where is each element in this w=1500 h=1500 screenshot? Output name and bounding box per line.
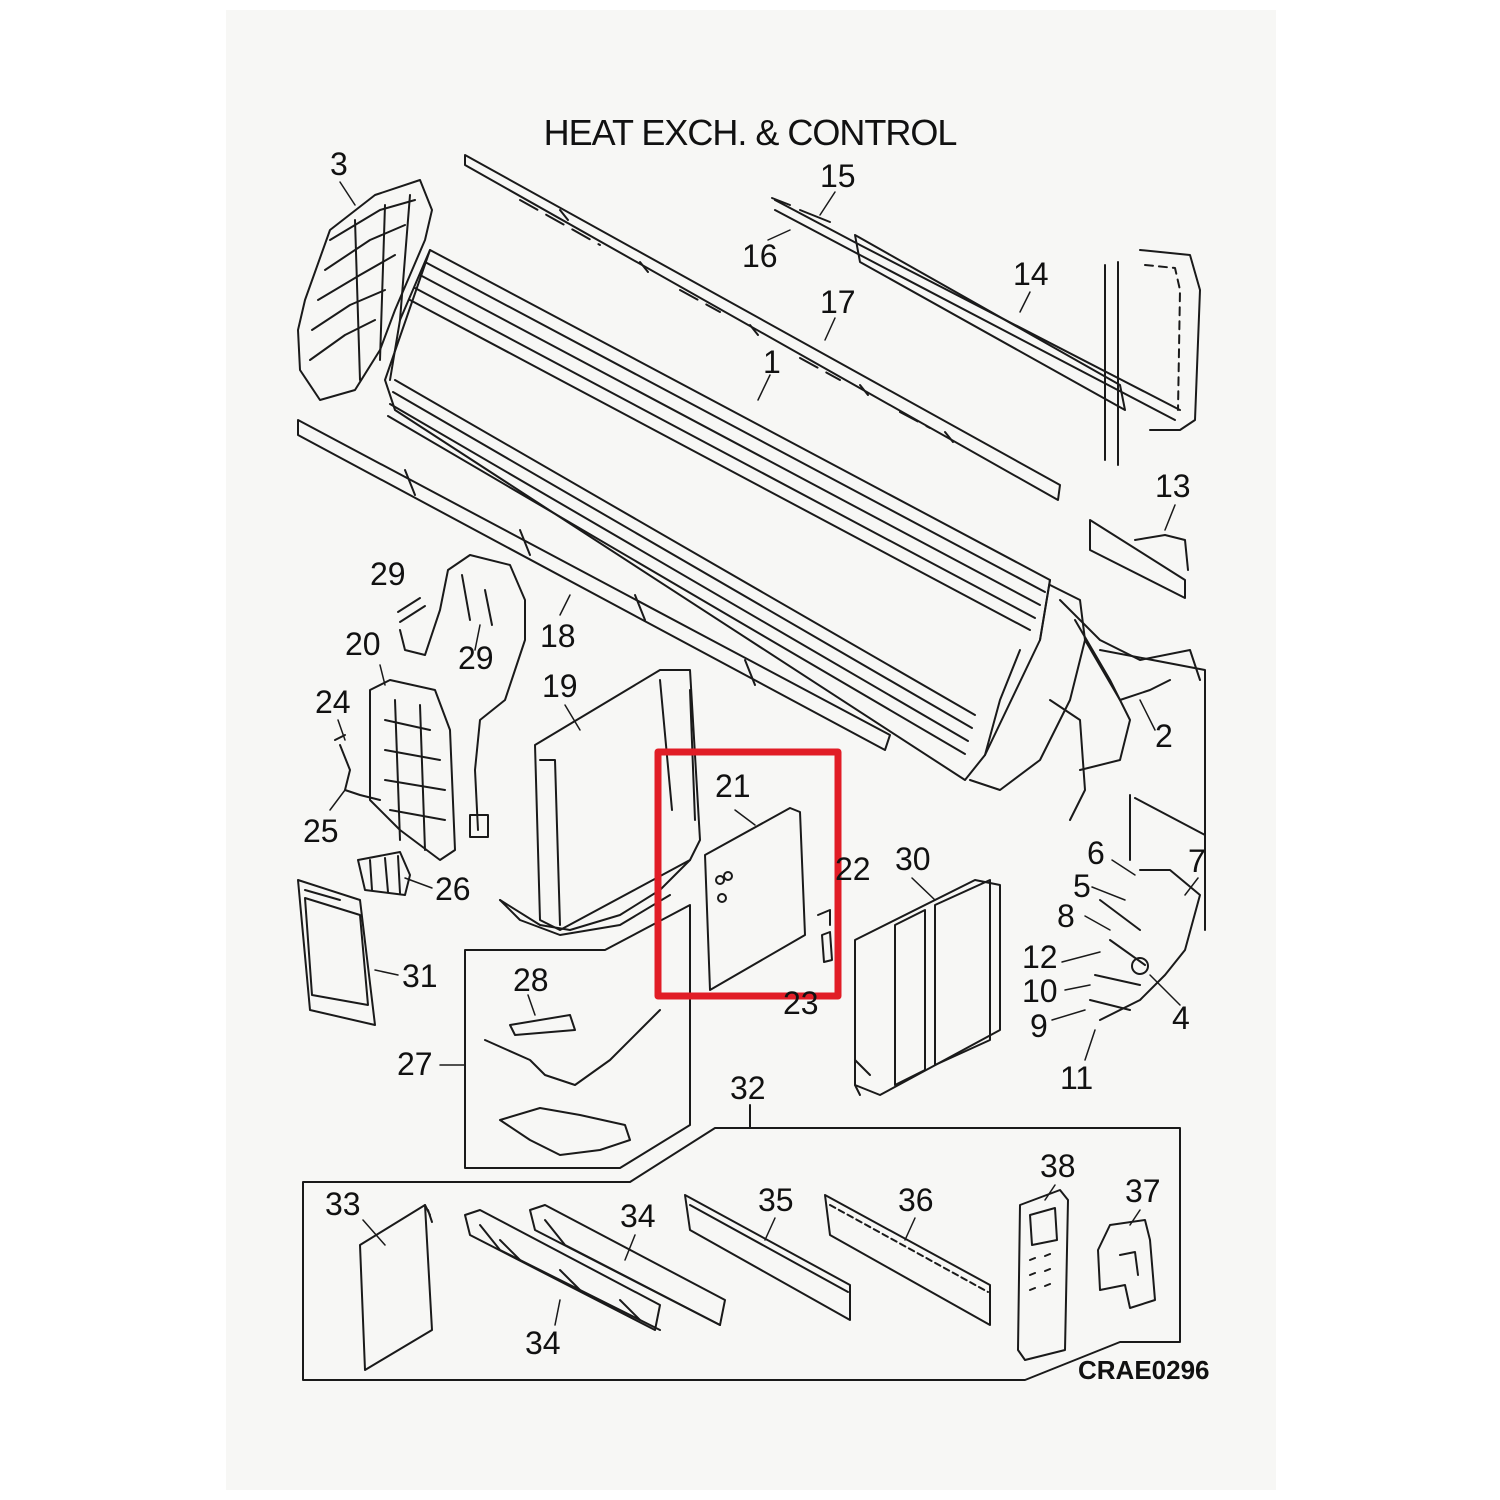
heat-exchanger-part-1 bbox=[384, 249, 1086, 791]
filter-strip-part-36 bbox=[824, 1194, 991, 1326]
callout-19: 19 bbox=[542, 668, 578, 704]
callout-1: 1 bbox=[763, 344, 781, 380]
callout-6: 6 bbox=[1087, 835, 1105, 871]
callout-32: 32 bbox=[730, 1070, 766, 1106]
air-filters-part-34 bbox=[464, 1204, 726, 1331]
top-rail-part-17 bbox=[464, 154, 1061, 501]
electrical-frame-part-19 bbox=[499, 669, 701, 936]
callout-26: 26 bbox=[435, 871, 471, 907]
control-box-part-20 bbox=[369, 679, 456, 861]
terminal-block-part-26 bbox=[357, 851, 411, 896]
callout-8: 8 bbox=[1057, 898, 1075, 934]
callout-5: 5 bbox=[1073, 868, 1091, 904]
callout-18: 18 bbox=[540, 618, 576, 654]
part-13-frame bbox=[1089, 519, 1189, 599]
callout-21: 21 bbox=[715, 768, 751, 804]
manual-part-33 bbox=[359, 1204, 433, 1371]
callout-31: 31 bbox=[402, 958, 438, 994]
callout-22: 22 bbox=[835, 851, 871, 887]
callout-17: 17 bbox=[820, 284, 856, 320]
callout-29-lower: 29 bbox=[458, 640, 494, 676]
highlight-box bbox=[654, 748, 842, 1000]
remote-control-part-38 bbox=[1017, 1189, 1069, 1361]
callout-35: 35 bbox=[758, 1182, 794, 1218]
callout-34-upper: 34 bbox=[620, 1198, 656, 1234]
lower-rail-part-18 bbox=[297, 419, 891, 751]
filter-strip-part-35 bbox=[684, 1194, 851, 1321]
callout-14: 14 bbox=[1013, 256, 1049, 292]
drawing-code: CRAE0296 bbox=[1078, 1355, 1210, 1385]
remote-holder-part-37 bbox=[1097, 1219, 1156, 1309]
callout-13: 13 bbox=[1155, 468, 1191, 504]
callout-38: 38 bbox=[1040, 1148, 1076, 1184]
callout-11: 11 bbox=[1060, 1060, 1094, 1096]
callout-4: 4 bbox=[1172, 1000, 1190, 1036]
cover-panel-part-31 bbox=[297, 879, 376, 1026]
small-parts-22-23 bbox=[817, 909, 833, 963]
callout-28: 28 bbox=[513, 962, 549, 998]
callout-16: 16 bbox=[742, 238, 778, 274]
callout-10: 10 bbox=[1022, 973, 1058, 1009]
accessory-box-part-32 bbox=[302, 1104, 1181, 1381]
callout-33: 33 bbox=[325, 1186, 361, 1222]
callout-20: 20 bbox=[345, 626, 381, 662]
pcb-part-21 bbox=[704, 807, 806, 991]
callout-12: 12 bbox=[1022, 939, 1058, 975]
leader-lines bbox=[329, 181, 1199, 1326]
callout-7: 7 bbox=[1188, 843, 1206, 879]
callout-25: 25 bbox=[303, 813, 339, 849]
sensor-cable-part-29 bbox=[397, 554, 526, 838]
callout-27: 27 bbox=[397, 1046, 433, 1082]
filter-frame-part-30 bbox=[854, 879, 1001, 1096]
kit-box-part-27 bbox=[464, 904, 691, 1169]
callout-15: 15 bbox=[820, 158, 856, 194]
callout-29-upper: 29 bbox=[370, 556, 406, 592]
callout-23: 23 bbox=[783, 985, 819, 1021]
tubing-assembly-parts-2-to-12 bbox=[1049, 599, 1206, 1021]
callout-36: 36 bbox=[898, 1182, 934, 1218]
callout-30: 30 bbox=[895, 841, 931, 877]
callout-34-lower: 34 bbox=[525, 1325, 561, 1361]
wire-parts-24-25 bbox=[334, 734, 381, 801]
callout-24: 24 bbox=[315, 684, 351, 720]
callout-9: 9 bbox=[1030, 1008, 1048, 1044]
callout-2: 2 bbox=[1155, 718, 1173, 754]
piping-parts-14-15-16 bbox=[771, 197, 1201, 466]
callout-37: 37 bbox=[1125, 1173, 1161, 1209]
side-plate-part-3 bbox=[297, 179, 433, 401]
diagram-title: HEAT EXCH. & CONTROL bbox=[543, 112, 958, 153]
callout-3: 3 bbox=[330, 146, 348, 182]
